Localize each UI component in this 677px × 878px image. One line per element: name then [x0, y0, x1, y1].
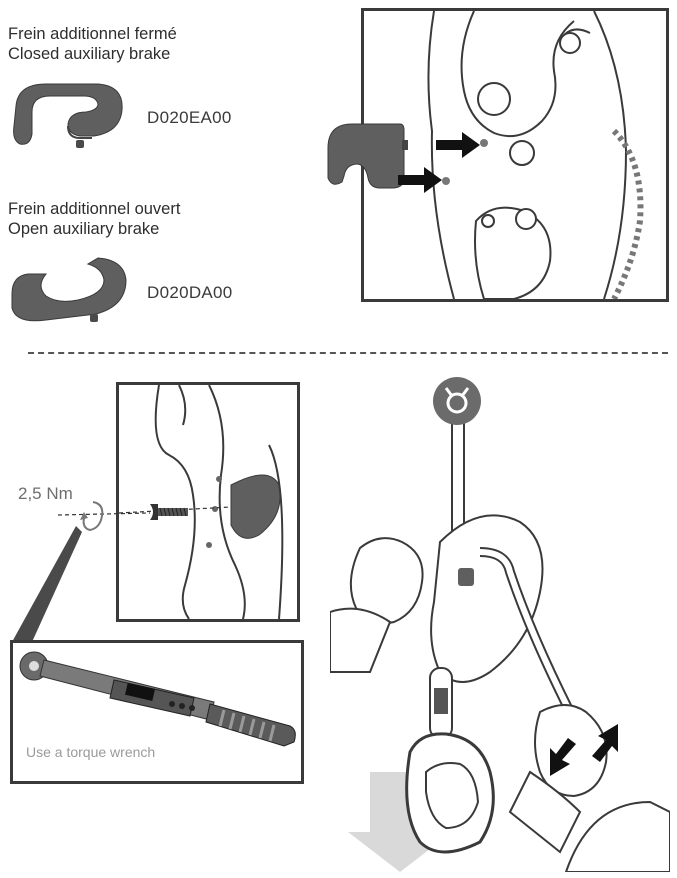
brake-piece-beside-frame [327, 123, 408, 189]
torque-wrench-icon [19, 651, 296, 747]
open-brake-label-fr: Frein additionnel ouvert [8, 200, 181, 218]
torque-wrench-caption: Use a torque wrench [26, 744, 156, 760]
open-brake-part-code: D020DA00 [147, 283, 233, 302]
arrow-icon [436, 132, 480, 158]
screw-axis-line [58, 512, 150, 516]
closed-brake-label-fr: Frein additionnel fermé [8, 25, 177, 43]
badge-icon [433, 377, 481, 425]
screw-detail-drawing [119, 385, 284, 619]
usage-illustration [330, 411, 670, 872]
closed-brake-part-code: D020EA00 [147, 108, 232, 127]
closed-brake-illustration [13, 83, 123, 148]
torque-value: 2,5 Nm [18, 484, 73, 503]
closed-brake-label-en: Closed auxiliary brake [8, 45, 171, 63]
install-detail-drawing [427, 11, 644, 299]
section-divider [28, 352, 668, 354]
open-brake-illustration [11, 257, 127, 322]
screw-icon [150, 504, 188, 520]
open-brake-label-en: Open auxiliary brake [8, 220, 160, 238]
arrow-icon [398, 167, 442, 193]
callout-pointer [12, 526, 82, 642]
rotation-arrow-icon [80, 501, 104, 532]
